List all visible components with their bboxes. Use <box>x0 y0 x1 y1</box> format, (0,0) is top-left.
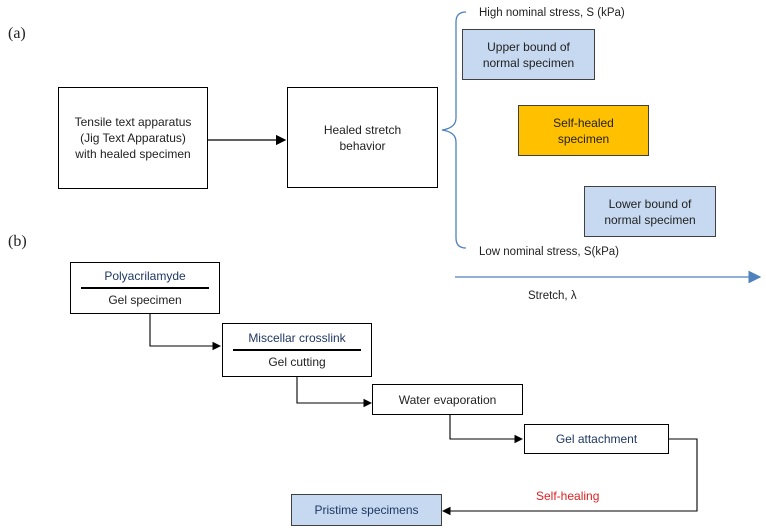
arrow-step4-to-result <box>441 438 698 516</box>
step1-divider <box>81 287 209 289</box>
self-healing-label: Self-healing <box>536 489 600 503</box>
high-nominal-stress-label: High nominal stress, S (kPa) <box>479 7 625 19</box>
step4-box: Gel attachment <box>524 424 669 454</box>
arrow-step1-to-step2 <box>149 314 222 351</box>
panel-b-label: (b) <box>8 233 27 250</box>
healed-stretch-behavior-box: Healed stretch behavior <box>287 87 438 188</box>
arrow-step3-to-step4 <box>449 415 524 444</box>
step1-box: Polyacrilamyde Gel specimen <box>70 262 220 314</box>
step3-box: Water evaporation <box>372 384 523 415</box>
step2-top-text: Miscellar crosslink <box>248 331 346 345</box>
low-nominal-stress-label: Low nominal stress, S(kPa) <box>479 246 619 258</box>
step1-bottom-text: Gel specimen <box>108 293 182 307</box>
arrow-step2-to-step3 <box>296 377 373 408</box>
stretch-axis-label: Stretch, λ <box>528 290 577 302</box>
curly-brace <box>441 11 467 249</box>
step2-bottom-text: Gel cutting <box>268 355 326 369</box>
upper-bound-box: Upper bound of normal specimen <box>462 29 595 80</box>
tensile-apparatus-box: Tensile text apparatus (Jig Text Apparat… <box>58 87 208 189</box>
step2-box: Miscellar crosslink Gel cutting <box>222 323 372 377</box>
panel-a-label: (a) <box>8 25 26 42</box>
self-healed-specimen-box: Self-healed specimen <box>518 105 649 156</box>
lower-bound-box: Lower bound of normal specimen <box>584 186 716 237</box>
step1-top-text: Polyacrilamyde <box>104 269 186 283</box>
step2-divider <box>233 349 361 351</box>
pristine-specimens-box: Pristime specimens <box>291 494 442 526</box>
